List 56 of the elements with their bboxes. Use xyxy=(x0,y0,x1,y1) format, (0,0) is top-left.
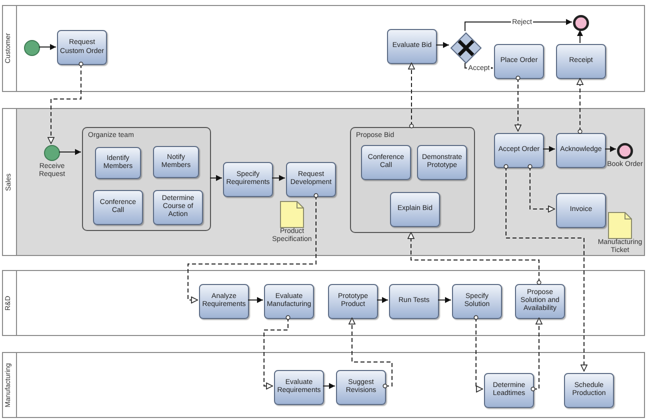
swimlane-pool xyxy=(2,5,645,92)
message-flow-arrow xyxy=(188,193,318,304)
sequence-flow-arrow xyxy=(322,383,336,389)
sequence-flow-arrow xyxy=(604,146,616,152)
sequence-flow-arrow xyxy=(248,297,264,303)
task-box xyxy=(389,284,439,318)
task-box xyxy=(417,144,467,180)
message-flow-arrow xyxy=(576,78,584,134)
message-flow-arrow xyxy=(48,62,84,144)
task-box xyxy=(286,162,336,196)
swimlane-pool xyxy=(2,352,645,418)
message-flow-arrow xyxy=(474,315,484,392)
message-flow-arrow xyxy=(264,315,290,390)
swimlane-pool xyxy=(2,270,645,336)
sequence-flow-arrow xyxy=(58,149,82,155)
task-box xyxy=(484,372,534,408)
sequence-flow-arrow xyxy=(272,175,286,181)
sequence-flow-arrow xyxy=(38,44,56,50)
task-box xyxy=(564,372,614,408)
sequence-flow-arrow xyxy=(438,297,452,303)
message-flow-arrow xyxy=(408,232,542,285)
task-box xyxy=(328,284,378,318)
task-box xyxy=(336,370,386,404)
task-box xyxy=(153,146,199,178)
task-box xyxy=(452,284,502,318)
task-box xyxy=(515,284,565,318)
message-flow-arrow xyxy=(530,317,542,392)
task-box xyxy=(223,162,273,196)
task-box xyxy=(153,190,203,224)
task-box xyxy=(95,147,141,179)
task-box xyxy=(264,284,314,318)
task-box xyxy=(390,192,440,226)
sequence-flow-arrow xyxy=(376,297,388,303)
sequence-flow-arrow xyxy=(210,175,222,181)
subprocess-box xyxy=(82,127,211,231)
subprocess-box xyxy=(350,127,475,233)
sequence-flow-arrow xyxy=(542,146,556,152)
message-flow-arrow xyxy=(504,164,588,372)
task-box xyxy=(556,132,606,168)
message-flow-arrow xyxy=(408,62,415,128)
task-box xyxy=(93,190,143,224)
task-box xyxy=(199,284,249,318)
task-box xyxy=(494,44,544,79)
task-box xyxy=(556,44,606,79)
task-box xyxy=(556,192,606,228)
task-box xyxy=(274,370,324,404)
swimlane-pool xyxy=(2,108,645,256)
message-flow-arrow xyxy=(528,164,556,212)
task-box xyxy=(57,30,107,65)
task-box xyxy=(494,132,544,168)
sequence-flow-arrow xyxy=(577,30,583,44)
task-box xyxy=(387,28,437,64)
message-flow-arrow xyxy=(514,76,522,132)
message-flow-arrow xyxy=(348,317,392,388)
sequence-flow-arrow xyxy=(436,42,450,48)
task-box xyxy=(361,144,411,180)
